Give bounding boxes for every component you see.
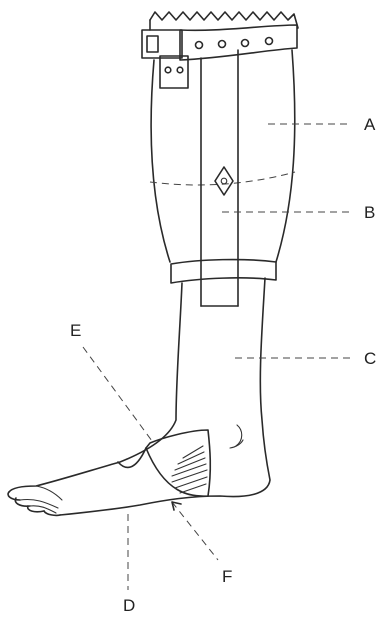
lower-cuff-band — [171, 260, 276, 283]
label-c: C — [364, 349, 376, 368]
buckle — [142, 30, 188, 88]
label-a: A — [364, 115, 376, 134]
label-e: E — [70, 321, 81, 340]
upper-shell — [150, 50, 295, 262]
label-d: D — [123, 596, 135, 615]
label-b: B — [364, 203, 375, 222]
serrated-rim — [150, 12, 298, 30]
heel-pad — [118, 430, 210, 496]
label-f: F — [222, 567, 232, 586]
diamond-joint — [215, 167, 233, 195]
side-strap — [201, 50, 238, 306]
lower-leg-and-foot — [8, 278, 270, 515]
leader-lines — [83, 124, 350, 590]
